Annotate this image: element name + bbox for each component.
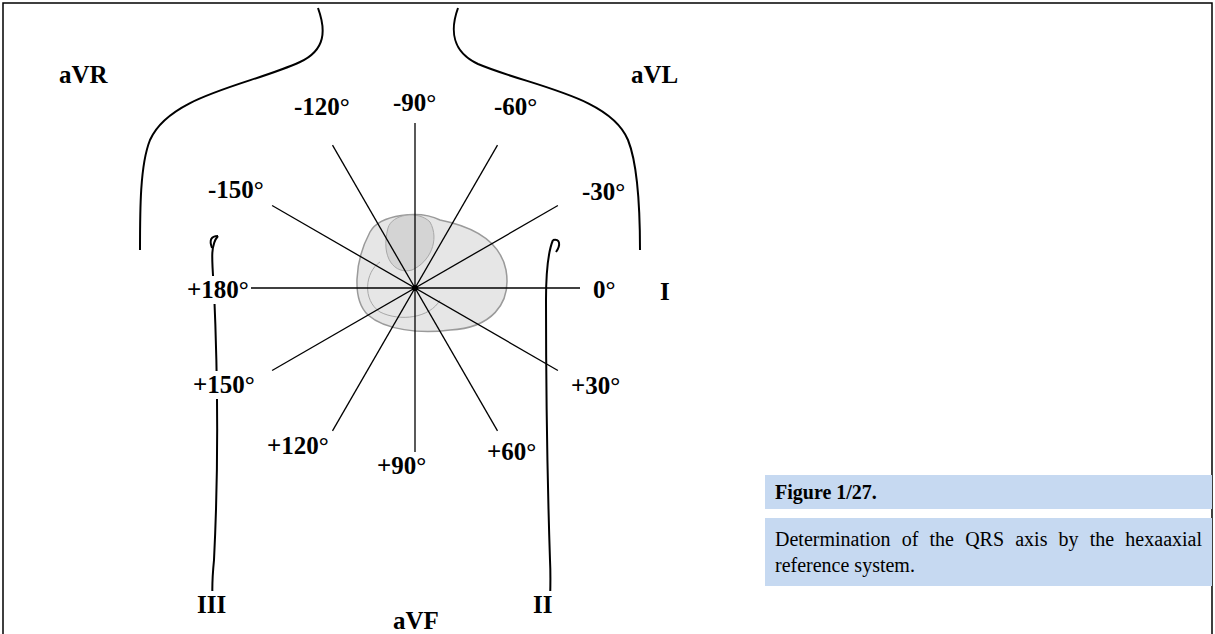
- heart-detail: [386, 215, 434, 271]
- arm-outline: [553, 240, 559, 252]
- figure-title-band: Figure 1/27.: [765, 475, 1212, 509]
- torso-outline: [454, 8, 640, 250]
- angle-label: -150°: [206, 176, 266, 204]
- lead-name: II: [531, 591, 554, 619]
- torso-outline: [140, 8, 323, 250]
- angle-label: -30°: [580, 178, 627, 206]
- angle-label: +60°: [485, 438, 538, 466]
- lead-name: I: [658, 278, 672, 306]
- lead-name: aVR: [57, 61, 110, 89]
- angle-label: +30°: [569, 372, 622, 400]
- caption-box: Determination of the QRS axis by the hex…: [765, 518, 1212, 586]
- figure-number: Figure 1/27.: [775, 480, 1202, 504]
- angle-label: -90°: [391, 89, 438, 117]
- lead-name: aVL: [629, 61, 680, 89]
- axis-center: [412, 285, 418, 291]
- angle-label: +120°: [265, 432, 331, 460]
- angle-label: +180°: [185, 276, 251, 304]
- lead-name: III: [195, 591, 228, 619]
- angle-label: +150°: [191, 371, 257, 399]
- lead-name: aVF: [391, 607, 441, 634]
- axis-line: [272, 206, 558, 371]
- figure-frame: [3, 3, 1212, 634]
- arm-outline: [546, 240, 553, 605]
- angle-label: +90°: [375, 452, 428, 480]
- angle-label: -60°: [492, 93, 539, 121]
- heart-outline: [357, 215, 507, 332]
- lead-axes: [250, 123, 580, 453]
- angle-label: 0°: [591, 276, 618, 304]
- caption-text: Determination of the QRS axis by the hex…: [775, 526, 1202, 578]
- axis-line: [333, 145, 498, 431]
- angle-label: -120°: [292, 93, 352, 121]
- arm-outline: [211, 236, 218, 248]
